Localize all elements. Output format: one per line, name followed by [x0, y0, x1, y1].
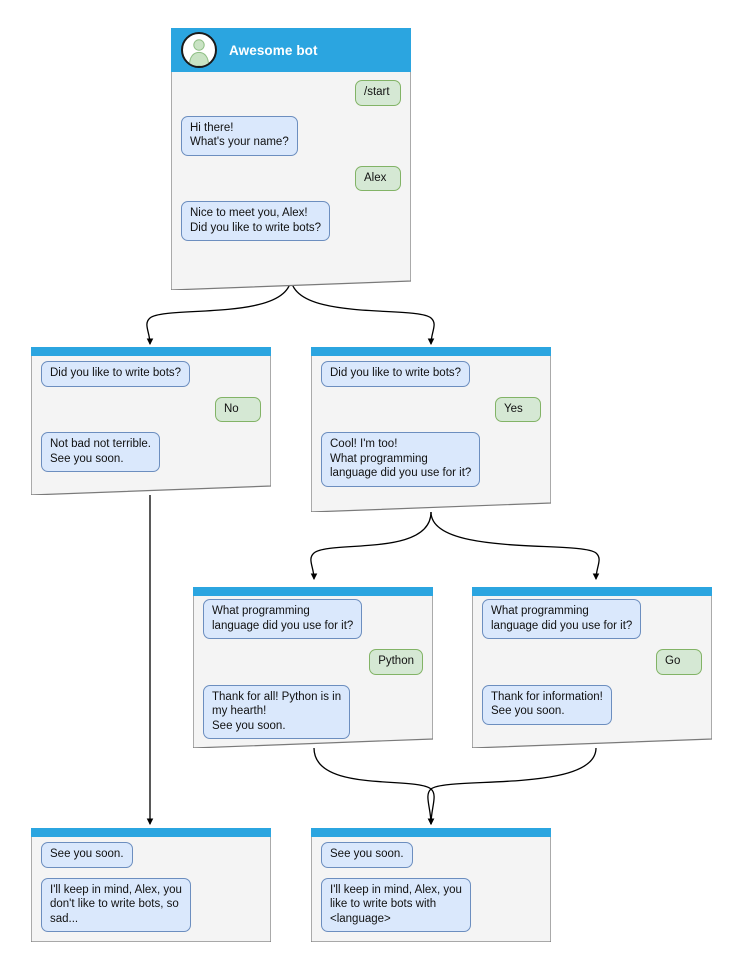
chat-card-branch-python: What programming language did you use fo… [193, 587, 433, 748]
message-row: Alex [181, 165, 401, 191]
chat-card-end-happy: See you soon. I'll keep in mind, Alex, y… [311, 828, 551, 942]
bot-message-bubble[interactable]: Did you like to write bots? [41, 361, 191, 387]
message-row: Thank for information! See you soon. [482, 684, 702, 725]
message-list-end-happy: See you soon. I'll keep in mind, Alex, y… [311, 842, 551, 942]
message-row: Hi there! What's your name? [181, 115, 401, 156]
bot-name-label: Awesome bot [229, 42, 318, 58]
message-row: Did you like to write bots? [321, 361, 541, 387]
card-title-bar [193, 587, 433, 596]
message-list-branch-no: Did you like to write bots? No Not bad n… [31, 361, 271, 482]
message-row: What programming language did you use fo… [203, 599, 423, 639]
user-message-bubble[interactable]: /start [355, 80, 401, 106]
bot-message-bubble[interactable]: See you soon. [41, 842, 133, 868]
message-row: Nice to meet you, Alex! Did you like to … [181, 201, 401, 241]
message-row: What programming language did you use fo… [482, 599, 702, 639]
chat-card-root: Awesome bot /start Hi there! What's your… [171, 28, 411, 290]
user-message-bubble[interactable]: Yes [495, 396, 541, 422]
message-row: Not bad not terrible. See you soon. [41, 432, 261, 472]
chat-card-branch-yes: Did you like to write bots? Yes Cool! I'… [311, 347, 551, 512]
card-title-bar [31, 828, 271, 837]
bot-message-bubble[interactable]: What programming language did you use fo… [203, 599, 363, 639]
bot-message-bubble[interactable]: What programming language did you use fo… [482, 599, 642, 639]
bot-message-bubble[interactable]: Cool! I'm too! What programming language… [321, 432, 481, 487]
edge-python-to-end-happy [313, 747, 435, 826]
message-row: Go [482, 649, 702, 675]
card-title-bar [311, 828, 551, 837]
message-row: I'll keep in mind, Alex, you like to wri… [321, 877, 541, 932]
message-row: No [41, 396, 261, 422]
bot-message-bubble[interactable]: I'll keep in mind, Alex, you like to wri… [321, 877, 471, 932]
message-row: Thank for all! Python is in my hearth! S… [203, 684, 423, 739]
chat-card-branch-no: Did you like to write bots? No Not bad n… [31, 347, 271, 495]
user-message-bubble[interactable]: Go [656, 649, 702, 675]
edge-yes-to-python [310, 511, 432, 581]
bot-message-bubble[interactable]: I'll keep in mind, Alex, you don't like … [41, 877, 191, 932]
message-row: /start [181, 80, 401, 106]
avatar-glyph [188, 39, 210, 66]
message-list-root: /start Hi there! What's your name? Alex … [171, 80, 411, 251]
card-title-bar [31, 347, 271, 356]
chat-card-branch-go: What programming language did you use fo… [472, 587, 712, 748]
message-list-branch-python: What programming language did you use fo… [193, 599, 433, 749]
message-list-branch-yes: Did you like to write bots? Yes Cool! I'… [311, 361, 551, 497]
user-message-bubble[interactable]: Python [369, 649, 423, 675]
user-message-bubble[interactable]: No [215, 396, 261, 422]
message-row: See you soon. [41, 842, 261, 868]
person-avatar-icon [181, 32, 217, 68]
bot-message-bubble[interactable]: Hi there! What's your name? [181, 115, 298, 156]
card-title-bar [472, 587, 712, 596]
edge-go-to-end-happy [427, 747, 597, 826]
bot-message-bubble[interactable]: Did you like to write bots? [321, 361, 471, 387]
message-list-branch-go: What programming language did you use fo… [472, 599, 712, 735]
message-row: Python [203, 649, 423, 675]
user-message-bubble[interactable]: Alex [355, 165, 401, 191]
card-title-bar [311, 347, 551, 356]
bot-message-bubble[interactable]: See you soon. [321, 842, 413, 868]
message-row: Cool! I'm too! What programming language… [321, 432, 541, 487]
message-row: Did you like to write bots? [41, 361, 261, 387]
chat-card-end-sad: See you soon. I'll keep in mind, Alex, y… [31, 828, 271, 942]
bot-message-bubble[interactable]: Thank for all! Python is in my hearth! S… [203, 684, 351, 739]
message-row: Yes [321, 396, 541, 422]
message-row: See you soon. [321, 842, 541, 868]
bot-message-bubble[interactable]: Nice to meet you, Alex! Did you like to … [181, 201, 331, 241]
bot-header-bar: Awesome bot [171, 28, 411, 72]
message-list-end-sad: See you soon. I'll keep in mind, Alex, y… [31, 842, 271, 942]
bot-message-bubble[interactable]: Thank for information! See you soon. [482, 684, 612, 725]
bot-message-bubble[interactable]: Not bad not terrible. See you soon. [41, 432, 161, 472]
message-row: I'll keep in mind, Alex, you don't like … [41, 877, 261, 932]
edge-yes-to-go [430, 511, 600, 581]
